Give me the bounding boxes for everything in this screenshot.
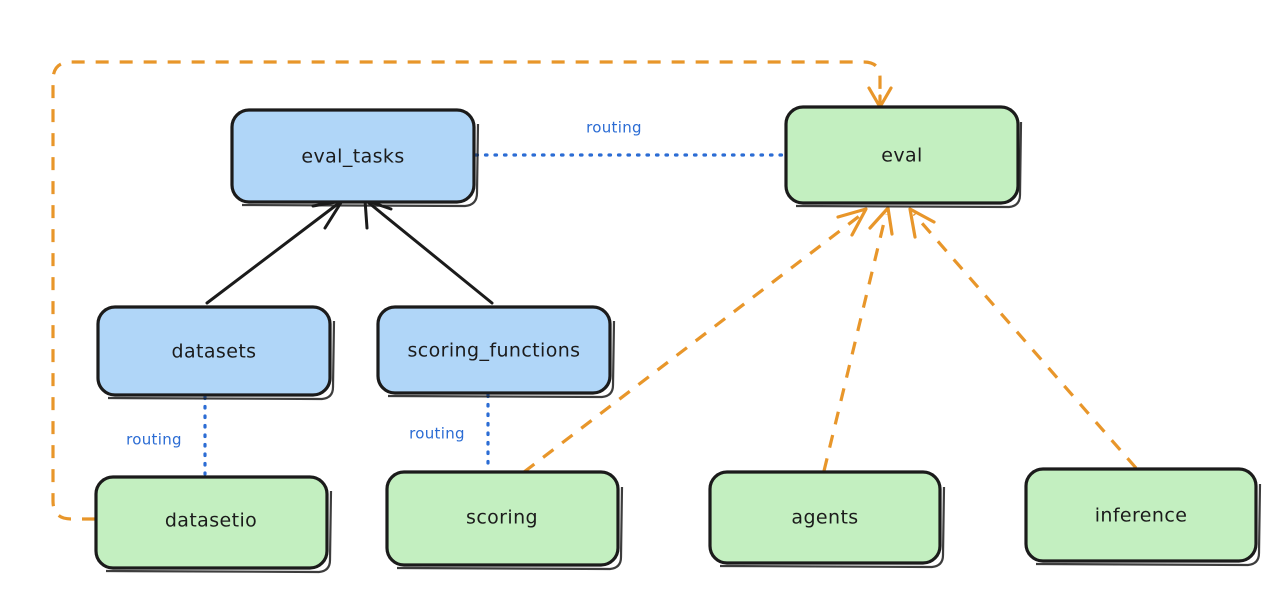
routing-label-scoring_functions-scoring: routing [409,425,465,443]
edge-datasets-datasetio: routing [126,395,207,476]
node-scoring-label: scoring [466,507,538,529]
node-eval_tasks-shape[interactable] [230,108,476,204]
edge-datasets-eval_tasks [205,199,344,305]
node-inference-label: inference [1095,505,1188,527]
node-eval_tasks[interactable]: eval_tasks [230,108,480,208]
edge-agents-eval [822,206,894,472]
node-eval_tasks-label: eval_tasks [301,146,404,168]
node-scoring-shape[interactable] [385,470,620,567]
routing-label-datasets-datasetio: routing [126,431,182,449]
node-datasetio-label: datasetio [165,510,257,532]
node-datasets[interactable]: datasets [96,305,336,401]
edge-scoring-eval [523,207,868,474]
node-scoring_functions-label: scoring_functions [408,340,581,362]
node-datasets-label: datasets [172,341,257,363]
routing-label-eval_tasks-eval: routing [586,119,642,137]
node-datasets-shape[interactable] [96,305,332,397]
node-inference-shape[interactable] [1024,467,1258,563]
node-agents-shape[interactable] [708,470,942,565]
node-datasetio-shape[interactable] [94,475,329,570]
node-eval-label: eval [881,145,922,167]
node-eval-shape[interactable] [784,105,1020,205]
node-datasetio[interactable]: datasetio [94,475,333,574]
node-agents[interactable]: agents [708,470,946,569]
node-scoring[interactable]: scoring [385,470,624,571]
edge-scoring_functions-scoring: routing [409,393,490,471]
edge-inference-eval [908,207,1138,470]
edge-scoring_functions-eval_tasks [363,198,494,305]
edge-eval_tasks-eval: routing [474,119,786,157]
node-agents-label: agents [791,507,858,529]
node-scoring_functions-shape[interactable] [376,305,612,395]
node-inference[interactable]: inference [1024,467,1262,567]
node-eval[interactable]: eval [784,105,1023,209]
node-scoring_functions[interactable]: scoring_functions [376,305,616,399]
